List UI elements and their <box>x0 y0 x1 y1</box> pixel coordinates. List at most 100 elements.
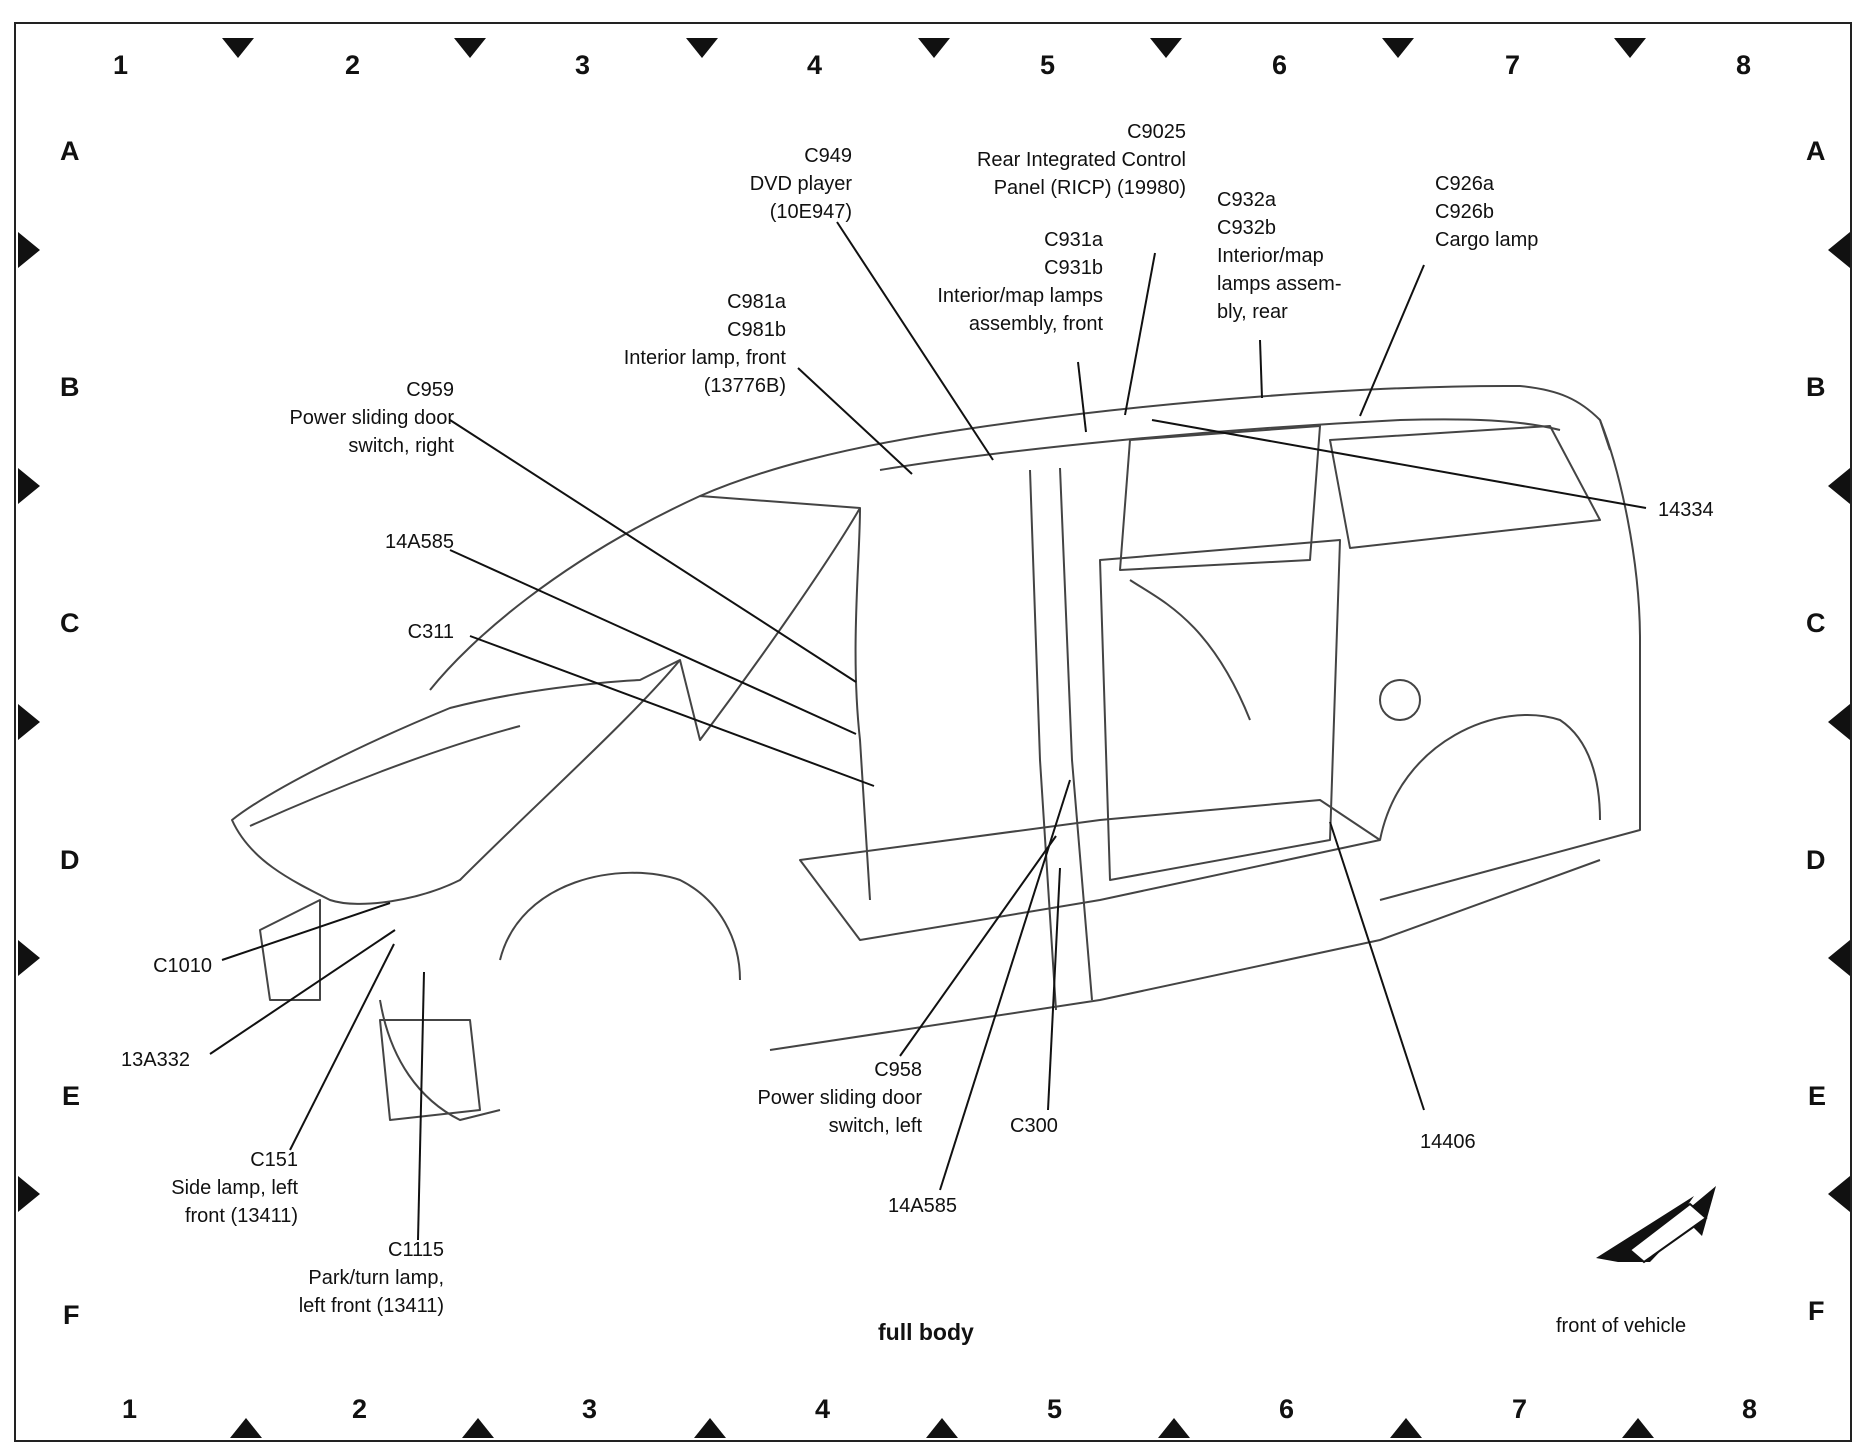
label-c981-line-4: (13776B) <box>703 375 786 397</box>
label-c932-line-1: C932a <box>1217 189 1276 211</box>
label-c931-line-3: Interior/map lamps <box>937 285 1103 307</box>
leader-c959 <box>449 419 857 683</box>
leader-c9025 <box>1124 252 1156 416</box>
fuel-door <box>1379 679 1421 721</box>
label-c949: C949 DVD player (10E947) <box>750 142 852 226</box>
bottom-marker-7 <box>1622 1418 1654 1438</box>
label-c151-line-2: Side lamp, left <box>171 1177 298 1199</box>
windshield-frame <box>429 495 861 741</box>
leader-14a585-top <box>449 549 857 735</box>
grid-row-left-e: E <box>62 1081 81 1111</box>
label-c151-line-3: front (13411) <box>184 1205 298 1227</box>
diagram-caption: full body <box>878 1319 974 1345</box>
label-c981: C981a C981b Interior lamp, front (13776B… <box>624 288 786 400</box>
label-c1115: C1115 Park/turn lamp, left front (13411) <box>299 1236 444 1320</box>
label-c932-line-2: C932b <box>1217 217 1276 239</box>
bottom-marker-1 <box>230 1418 262 1438</box>
label-c932-line-3: Interior/map <box>1217 245 1324 267</box>
diagram-frame <box>14 22 1852 1442</box>
label-c958-line-3: switch, left <box>828 1115 922 1137</box>
grid-row-right-f: F <box>1808 1296 1825 1326</box>
leader-14a585-bottom <box>939 779 1071 1191</box>
leader-c1010 <box>221 902 391 961</box>
front-fender-lower <box>379 999 501 1121</box>
grid-col-top-7: 7 <box>1505 50 1521 80</box>
grid-col-top-3: 3 <box>575 50 591 80</box>
grid-row-left-a: A <box>60 136 80 166</box>
label-c151-line-1: C151 <box>250 1149 298 1171</box>
leader-c300 <box>1047 867 1061 1111</box>
grid-row-right-e: E <box>1808 1081 1827 1111</box>
label-c926-line-3: Cargo lamp <box>1435 229 1539 251</box>
label-c958: C958 Power sliding door switch, left <box>757 1056 922 1140</box>
label-c9025-line-2: Rear Integrated Control <box>976 149 1186 171</box>
grid-col-top-6: 6 <box>1272 50 1288 80</box>
label-c959-line-1: C959 <box>406 379 454 401</box>
front-wheel-arch <box>499 871 741 981</box>
grid-col-bottom-6: 6 <box>1279 1394 1295 1424</box>
rear-quarter-window <box>1329 425 1601 549</box>
bottom-marker-2 <box>462 1418 494 1438</box>
label-c981-line-2: C981b <box>727 319 786 341</box>
right-marker-3 <box>1828 704 1850 740</box>
right-marker-4 <box>1828 940 1850 976</box>
grid-row-right-d: D <box>1806 845 1826 875</box>
grid-row-right-a: A <box>1806 136 1826 166</box>
label-c932: C932a C932b Interior/map lamps assem- bl… <box>1217 186 1341 326</box>
label-c958-line-2: Power sliding door <box>757 1087 922 1109</box>
rear-body-side <box>1379 419 1641 901</box>
splash-shield <box>379 1019 481 1121</box>
top-marker-6 <box>1382 38 1414 58</box>
sliding-door-opening <box>1099 539 1341 881</box>
leader-c958 <box>899 835 1057 1057</box>
label-c151: C151 Side lamp, left front (13411) <box>171 1146 298 1230</box>
label-c959-line-3: switch, right <box>348 435 454 457</box>
grid-row-left-b: B <box>60 372 80 402</box>
leader-c931 <box>1077 361 1087 433</box>
b-pillar-right <box>1059 467 1093 1001</box>
label-c1115-line-1: C1115 <box>388 1239 444 1261</box>
label-14a585-top: 14A585 <box>385 531 454 553</box>
leader-lines <box>209 221 1647 1241</box>
right-marker-5 <box>1828 1176 1850 1212</box>
grid-row-left-d: D <box>60 845 80 875</box>
top-marker-7 <box>1614 38 1646 58</box>
label-c1115-line-2: Park/turn lamp, <box>308 1267 444 1289</box>
a-pillar <box>854 507 871 901</box>
leader-c949 <box>836 221 994 461</box>
label-c949-line-1: C949 <box>804 145 852 167</box>
top-marker-3 <box>686 38 718 58</box>
label-c9025-line-3: Panel (RICP) (19980) <box>993 177 1186 199</box>
label-c949-line-2: DVD player <box>749 173 852 195</box>
grid-col-bottom-8: 8 <box>1742 1394 1758 1424</box>
label-14334: 14334 <box>1658 499 1714 521</box>
label-c1010: C1010 <box>153 955 212 977</box>
rocker-panel <box>769 859 1601 1051</box>
label-c949-line-3: (10E947) <box>769 201 852 223</box>
side-window-front <box>1119 425 1321 571</box>
left-marker-4 <box>18 940 40 976</box>
leader-c932 <box>1259 339 1263 399</box>
label-14a585-bottom: 14A585 <box>888 1195 957 1217</box>
label-13a332: 13A332 <box>121 1049 190 1071</box>
label-c931-line-4: assembly, front <box>968 313 1103 335</box>
top-marker-4 <box>918 38 950 58</box>
cargo-floor <box>799 799 1381 941</box>
top-marker-2 <box>454 38 486 58</box>
b-pillar-left <box>1029 469 1057 1011</box>
roof-outline <box>699 384 1611 497</box>
grid-col-bottom-5: 5 <box>1047 1394 1063 1424</box>
label-c926-line-1: C926a <box>1435 173 1494 195</box>
label-c932-line-5: bly, rear <box>1217 301 1288 323</box>
label-c9025: C9025 Rear Integrated Control Panel (RIC… <box>977 118 1186 202</box>
label-c9025-line-1: C9025 <box>1127 121 1186 143</box>
bottom-marker-5 <box>1158 1418 1190 1438</box>
vehicle-body <box>231 384 1641 1121</box>
grid-row-left-c: C <box>60 608 80 638</box>
grid-col-top-8: 8 <box>1736 50 1752 80</box>
leader-13a332 <box>209 929 396 1055</box>
grid-row-right-c: C <box>1806 608 1826 638</box>
label-c311: C311 <box>407 621 454 643</box>
label-c959-line-2: Power sliding door <box>289 407 454 429</box>
bottom-marker-4 <box>926 1418 958 1438</box>
